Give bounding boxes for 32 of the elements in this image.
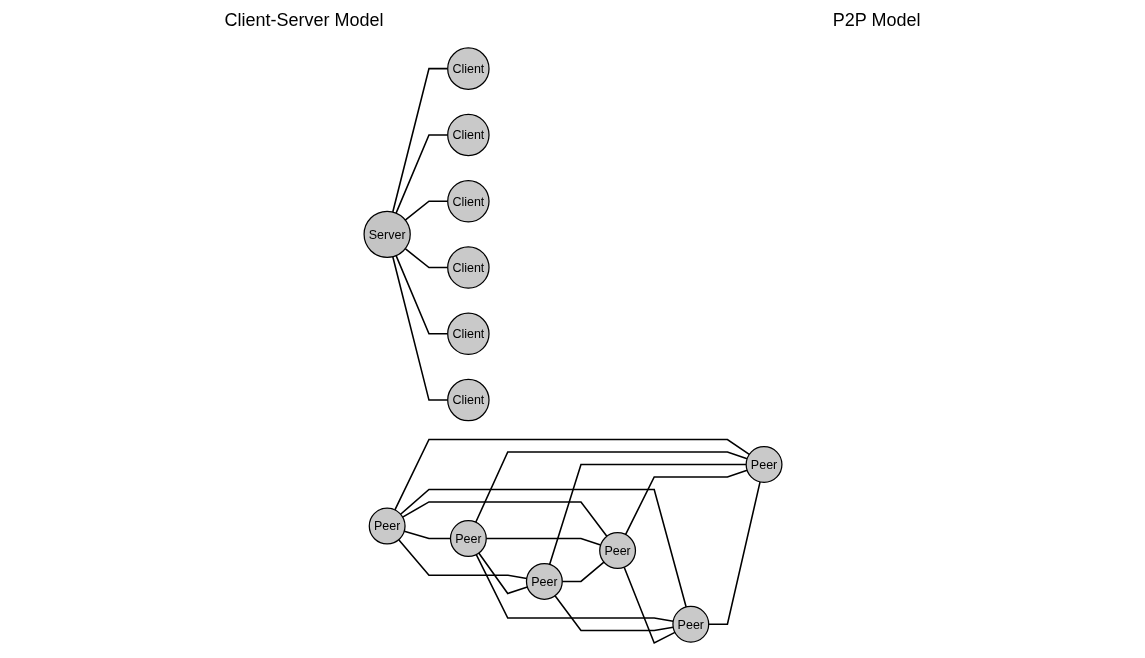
connector [391,67,448,213]
node-circle: Client [446,46,490,90]
connector [474,450,748,523]
node-circle: Peer [745,445,783,483]
connector [394,133,448,214]
connector [403,199,448,221]
connector [403,247,448,268]
diagram-heading: Client-Server Model [224,9,384,31]
connector [393,438,750,511]
connector [403,529,451,539]
node-circle: Client [446,378,490,421]
node-circle: Peer [449,519,487,557]
connector [394,254,448,335]
connector [477,551,528,594]
connector [399,488,687,608]
connector [397,538,527,579]
node-circle: Client [446,113,490,156]
node-circle: Peer [671,605,709,643]
connector [548,463,747,565]
connector [401,500,608,537]
node-circle: Client [446,179,490,222]
node-circle: Client [446,245,490,289]
connector [624,468,748,535]
connector [622,565,676,644]
node-circle: Peer [368,507,406,545]
connector [553,594,674,631]
diagram-heading: P2P Model [832,9,921,31]
node-circle: Peer [525,562,563,600]
node-circle: Server [362,210,411,258]
node-circle: Client [446,312,490,355]
connector [391,255,448,401]
node-circle: Peer [598,531,636,569]
